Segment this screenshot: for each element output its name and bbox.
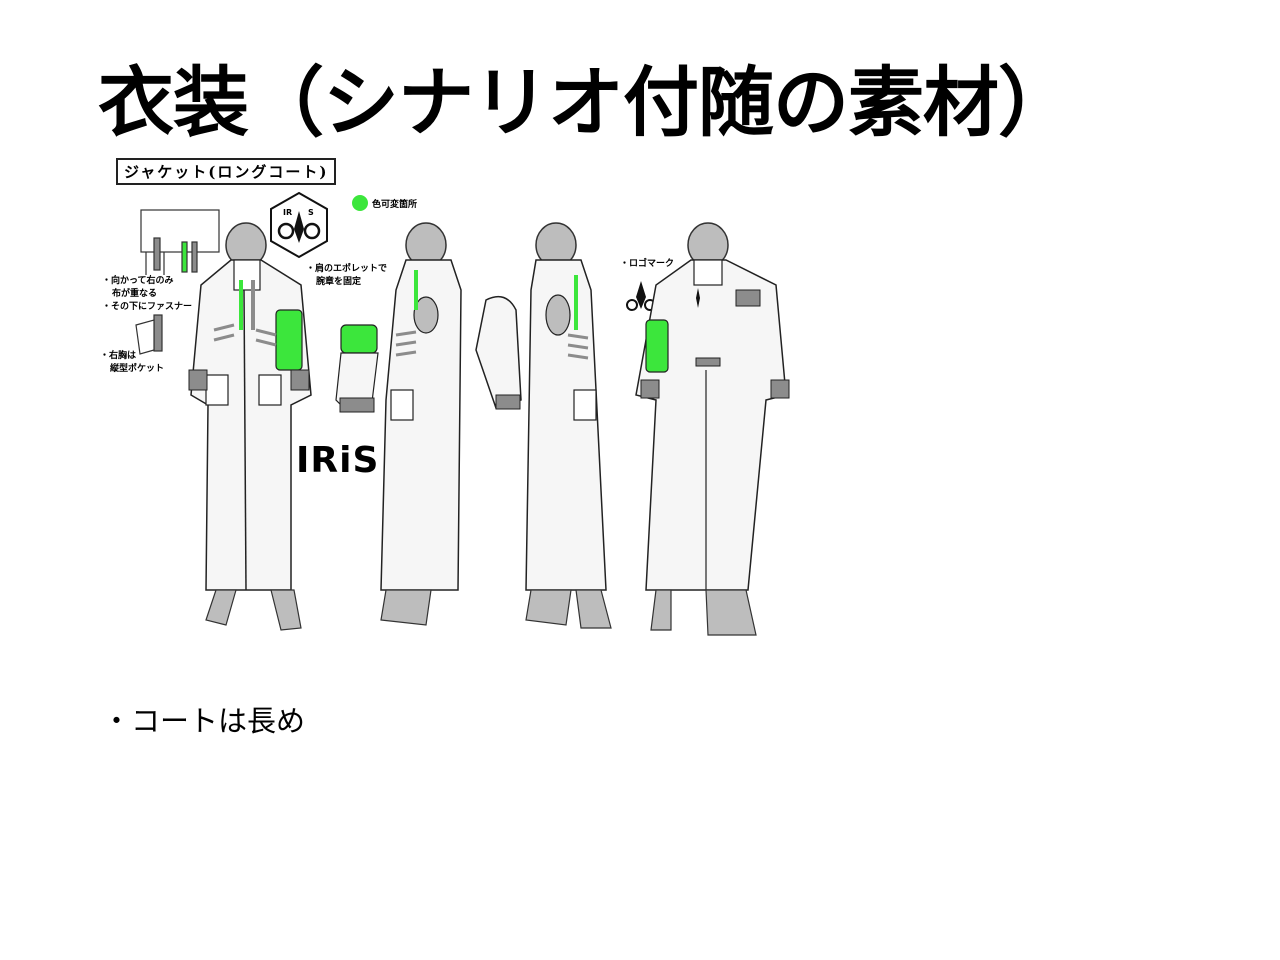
legend-label: 色可変箇所 — [372, 199, 418, 210]
sleeve — [475, 295, 522, 410]
note-pocket-line2: 縦型ポケット — [110, 364, 165, 374]
sheet-label: ジャケット(ロングコート) — [116, 158, 337, 185]
figure-side-back — [525, 222, 612, 629]
green-dot-icon — [352, 195, 368, 211]
note-pocket: ・右胸は 縦型ポケット — [100, 350, 164, 376]
note-fastener: ・その下にファスナー — [102, 302, 193, 312]
note-overlap: ・向かって右のみ 布が重なる ・その下にファスナー — [102, 275, 192, 314]
brand-logo: IRiS — [296, 440, 380, 481]
note-epaulet-line2: 腕章を固定 — [316, 277, 362, 287]
note-epaulet-line1: ・肩のエポレットで — [306, 264, 388, 274]
armband — [335, 324, 379, 413]
slide-title: 衣装（シナリオ付随の素材） — [98, 58, 1074, 147]
svg-text:IR: IR — [283, 208, 292, 217]
figure-front — [188, 222, 312, 631]
costume-design-sheet: IR S — [96, 150, 836, 660]
figure-back — [635, 222, 790, 636]
note-epaulet: ・肩のエポレットで 腕章を固定 — [306, 263, 387, 289]
color-legend: 色可変箇所 — [352, 195, 417, 211]
zipper-sketch — [135, 314, 163, 355]
back-logo-mark — [626, 281, 656, 311]
note-overlap-line1: ・向かって右のみ — [102, 276, 174, 286]
bullet-text: ・コートは長め — [102, 704, 306, 738]
collar-detail-sketch — [140, 209, 220, 275]
note-logo: ・ロゴマーク — [620, 259, 675, 269]
iris-emblem: IR S — [270, 191, 328, 259]
note-overlap-line2: 布が重なる — [112, 289, 158, 299]
costume-illustration: IR S — [135, 191, 790, 636]
figure-side — [380, 222, 462, 626]
note-pocket-line1: ・右胸は — [100, 351, 137, 361]
svg-text:S: S — [308, 208, 314, 217]
